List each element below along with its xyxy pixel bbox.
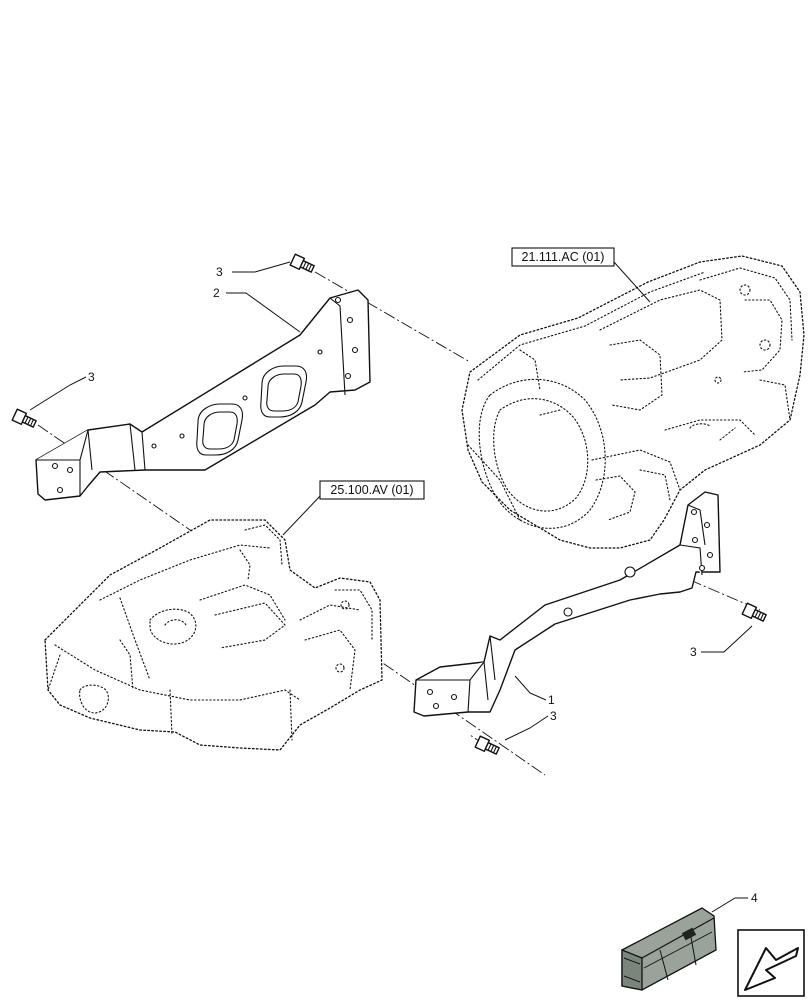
reference-front-axle-support[interactable]: 25.100.AV (01) <box>319 480 425 500</box>
bolt-left <box>11 408 37 428</box>
transmission-housing <box>461 255 805 549</box>
bolt-top <box>289 253 315 273</box>
callout-numbers: 3 2 3 1 3 3 4 <box>88 265 758 905</box>
reference-transmission[interactable]: 21.111.AC (01) <box>511 247 615 267</box>
callout-3-bottom[interactable]: 3 <box>550 709 557 723</box>
bolt-bottom <box>474 735 500 755</box>
reference-front-axle-support-label: 25.100.AV (01) <box>330 483 413 497</box>
crate-icon[interactable] <box>621 907 717 991</box>
bolt-right <box>741 602 767 622</box>
callout-2[interactable]: 2 <box>213 286 220 300</box>
upper-frame-rail <box>35 289 371 501</box>
reference-transmission-label: 21.111.AC (01) <box>522 250 605 264</box>
callout-4[interactable]: 4 <box>751 891 758 905</box>
front-axle-support <box>44 519 383 751</box>
callout-3-left[interactable]: 3 <box>88 370 95 384</box>
lower-frame-rail <box>413 491 721 717</box>
callout-3-top[interactable]: 3 <box>216 265 223 279</box>
callout-3-right[interactable]: 3 <box>690 645 697 659</box>
leader-lines <box>29 261 753 913</box>
callout-1[interactable]: 1 <box>548 693 555 707</box>
return-arrow-icon[interactable] <box>737 929 805 997</box>
